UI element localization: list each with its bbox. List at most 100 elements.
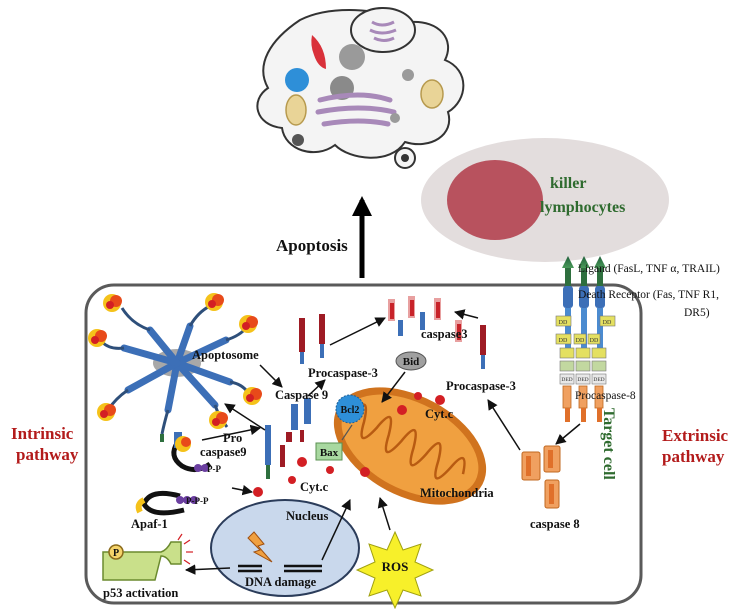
caspase3-label: caspase3 bbox=[421, 327, 468, 341]
ded-label-3: DED bbox=[593, 377, 604, 383]
bid-protein: Bid bbox=[395, 351, 427, 371]
arrow-cytc-to-apaf bbox=[231, 484, 254, 496]
chromatin-fragment bbox=[339, 44, 365, 70]
mitochondrion-right bbox=[420, 79, 444, 109]
bcl2-protein: Bcl2 bbox=[335, 394, 365, 424]
procaspase9 bbox=[265, 425, 285, 479]
procaspase3-left bbox=[299, 314, 325, 364]
ded-domains: DED DED DED bbox=[559, 347, 607, 385]
phospho-badge bbox=[108, 544, 124, 560]
dd-label-5: DD bbox=[590, 338, 599, 344]
killer-label-line1: killer bbox=[550, 175, 586, 192]
death-receptor-label-line1: Death Receptor (Fas, TNF R1, bbox=[578, 289, 719, 301]
procaspase8-label: Procaspase-8 bbox=[575, 390, 636, 402]
pathway-arrows bbox=[184, 309, 581, 575]
apoptosis-label: Apoptosis bbox=[276, 236, 348, 255]
small-mitochondrion bbox=[285, 94, 307, 126]
bid-to-mito-arrow bbox=[381, 371, 406, 403]
golgi-fragment bbox=[315, 92, 397, 127]
arrow-casp9-to-procasp3 bbox=[307, 379, 326, 397]
dd-label-4: DD bbox=[576, 338, 585, 344]
golgi-fragment-small bbox=[369, 20, 397, 42]
nucleus: Nucleus DNA damage bbox=[210, 499, 360, 597]
procaspase9-label-line2: caspase9 bbox=[200, 445, 247, 459]
ded-label-1: DED bbox=[561, 377, 572, 383]
apoptosome-cytc-bundles bbox=[88, 293, 262, 429]
intrinsic-label-line2: pathway bbox=[16, 445, 79, 464]
dd-domains: DD DD DD DD DD bbox=[555, 315, 616, 345]
nucleus-label: Nucleus bbox=[286, 509, 329, 523]
intrinsic-label-line1: Intrinsic bbox=[11, 424, 74, 443]
dd-label-1: DD bbox=[559, 320, 568, 326]
dark-granule bbox=[292, 134, 304, 146]
procaspase3-right-label: Procaspase-3 bbox=[446, 379, 516, 393]
procaspase3-right bbox=[480, 325, 486, 369]
blue-vesicle bbox=[285, 68, 309, 92]
mitochondrion: Mitochondria bbox=[333, 387, 494, 505]
arrow-procasp3r-to-casp3 bbox=[453, 309, 479, 320]
granule-2 bbox=[390, 113, 400, 123]
phospho-label: P bbox=[113, 548, 119, 559]
mitochondria-fragment-red bbox=[311, 35, 326, 69]
caspase8-label: caspase 8 bbox=[530, 517, 580, 531]
p53-activation-rays bbox=[177, 533, 193, 565]
caspase8-active: caspase 8 bbox=[521, 445, 580, 531]
bcl2-label: Bcl2 bbox=[341, 405, 360, 416]
procaspase3-left-label: Procaspase-3 bbox=[308, 366, 378, 380]
dd-label-2: DD bbox=[603, 320, 612, 326]
arrow-apoptosome-to-casp9 bbox=[259, 364, 283, 388]
apoptotic-body bbox=[350, 7, 416, 53]
ppp-label: P-P-P bbox=[186, 496, 209, 506]
p53-activation: P p53 activation bbox=[102, 533, 193, 600]
receptor-stalks bbox=[563, 268, 605, 354]
pp-label: P-P bbox=[207, 464, 221, 474]
target-cell-label: Target cell bbox=[600, 408, 617, 480]
arrow-ros-to-mito bbox=[377, 496, 391, 531]
p53-protein-shape bbox=[102, 541, 182, 581]
cytc-molecules-mito bbox=[253, 392, 445, 497]
ligand-3 bbox=[594, 256, 606, 268]
bax-bcl2-link bbox=[341, 424, 353, 441]
bax-protein: Bax bbox=[315, 442, 343, 461]
ros-burst: ROS bbox=[355, 530, 435, 610]
caspase9-label: Caspase 9 bbox=[275, 388, 328, 402]
caspase3-active bbox=[388, 296, 462, 342]
apoptosome-label: Apoptosome bbox=[192, 348, 259, 362]
apoptotic-cell bbox=[256, 7, 465, 169]
caspase9-active bbox=[286, 398, 311, 442]
apaf1-protein: P-P-P Apaf-1 bbox=[131, 490, 209, 531]
arrow-casp8-to-procasp3 bbox=[487, 399, 521, 451]
apaf1-cytc-complex: P-P bbox=[171, 432, 221, 474]
ros-label: ROS bbox=[382, 559, 409, 574]
mito-cristae bbox=[350, 403, 466, 480]
killer-label-line2: lymphocytes bbox=[540, 199, 625, 216]
apoptotic-cell-membrane bbox=[256, 9, 465, 159]
killer-cell-nucleus bbox=[447, 160, 543, 240]
apoptosome: Apoptosome bbox=[88, 293, 262, 442]
arrow-procasp8-to-casp8 bbox=[555, 423, 581, 445]
dna-strands bbox=[238, 564, 322, 573]
arrow-dna-to-p53 bbox=[184, 564, 231, 575]
ligand-1 bbox=[562, 256, 574, 268]
apoptotic-body-core bbox=[401, 154, 409, 162]
arrow-procasp3-to-casp3 bbox=[329, 317, 386, 346]
arrow-apaf-to-procasp9 bbox=[201, 424, 262, 441]
procaspase8-group bbox=[562, 385, 604, 422]
ded-label-2: DED bbox=[577, 377, 588, 383]
granule bbox=[402, 69, 414, 81]
dna-damage-label: DNA damage bbox=[245, 575, 317, 589]
cytc-label-right: Cyt.c bbox=[425, 407, 454, 421]
mitochondria-label: Mitochondria bbox=[420, 486, 494, 500]
death-receptor-label-line2: DR5) bbox=[684, 307, 710, 319]
killer-lymphocyte: killer lymphocytes bbox=[421, 138, 669, 262]
apoptosome-spokes bbox=[120, 322, 234, 414]
ligand-2 bbox=[578, 256, 590, 268]
ros-star-icon bbox=[355, 530, 435, 610]
death-receptors: DD DD DD DD DD DED DED DED bbox=[555, 256, 720, 422]
extrinsic-label-line1: Extrinsic bbox=[662, 426, 729, 445]
ligand-label: Ligand (FasL, TNF α, TRAIL) bbox=[578, 263, 720, 275]
bax-label: Bax bbox=[320, 447, 339, 459]
extrinsic-label-line2: pathway bbox=[662, 447, 725, 466]
